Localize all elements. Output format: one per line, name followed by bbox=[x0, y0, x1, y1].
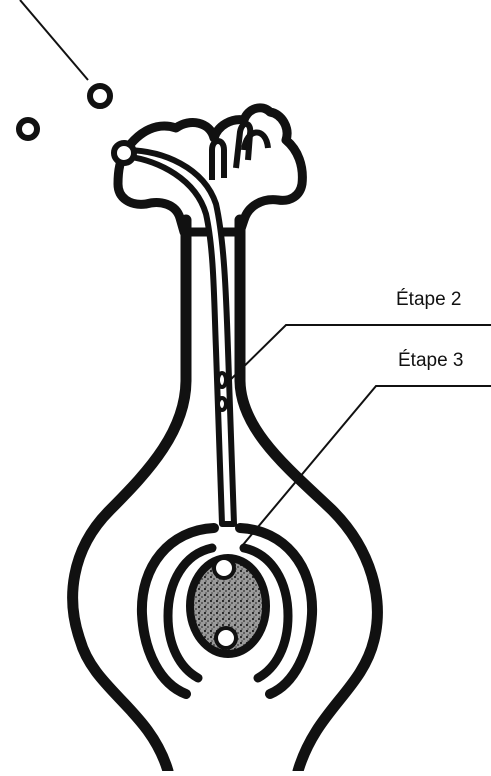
step2-label: Étape 2 bbox=[396, 289, 462, 311]
pollen-grain bbox=[90, 86, 110, 106]
egg-cell bbox=[214, 558, 234, 578]
antipodal-nucleus bbox=[216, 628, 236, 648]
germinating-pollen-grain bbox=[114, 143, 134, 163]
style-ovary-outline bbox=[240, 220, 377, 771]
step1-leader-line bbox=[20, 0, 88, 80]
pollen-grain bbox=[19, 120, 37, 138]
sperm-nucleus bbox=[218, 398, 226, 410]
step3-label: Étape 3 bbox=[398, 350, 464, 372]
